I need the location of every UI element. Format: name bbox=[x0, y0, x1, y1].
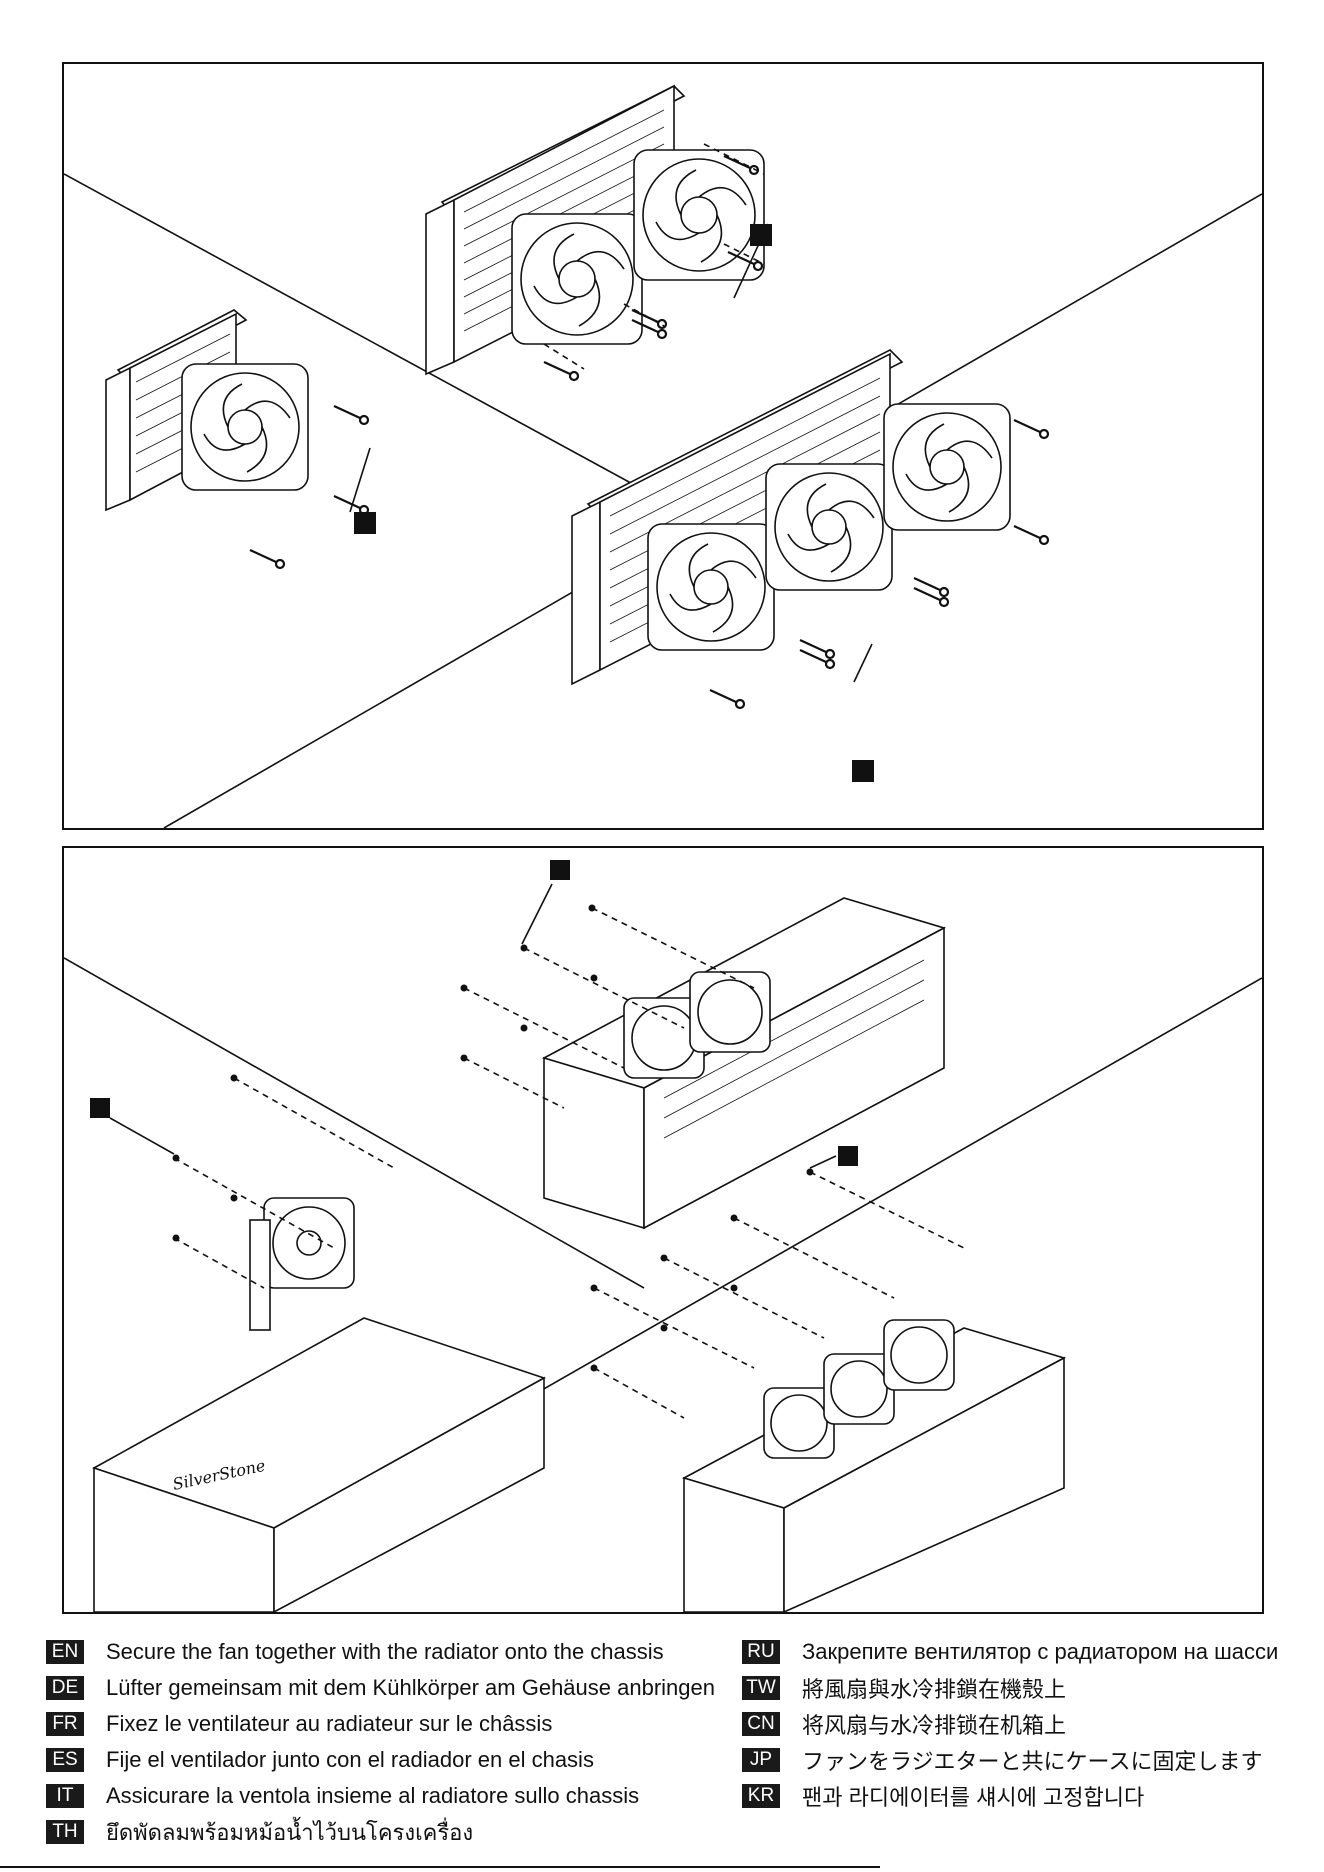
instruction-text: Assicurare la ventola insieme al radiato… bbox=[106, 1783, 640, 1808]
language-badge: EN bbox=[46, 1640, 84, 1664]
step-marker bbox=[750, 224, 772, 246]
chassis-360 bbox=[681, 1319, 1067, 1612]
instruction-text: 将风扇与水冷排锁在机箱上 bbox=[802, 1713, 1067, 1738]
language-badge: IT bbox=[46, 1784, 84, 1808]
language-badge: TW bbox=[742, 1676, 780, 1700]
language-badge: FR bbox=[46, 1712, 84, 1736]
chassis-mounting-drawing: SilverStone bbox=[64, 860, 1262, 1612]
instruction-text: Lüfter gemeinsam mit dem Kühlkörper am G… bbox=[106, 1675, 715, 1700]
language-badge: KR bbox=[742, 1784, 780, 1808]
legend-left: EN Secure the fan together with the radi… bbox=[46, 1634, 736, 1864]
instruction-text: Secure the fan together with the radiato… bbox=[106, 1639, 664, 1664]
screws bbox=[172, 904, 814, 1372]
language-badge: ES bbox=[46, 1748, 84, 1772]
instruction-text: ファンをラジエターと共にケースに固定します bbox=[802, 1749, 1263, 1774]
fan-360-b bbox=[765, 463, 893, 591]
instruction-text: ยึดพัดลมพร้อมหม้อน้ำไว้บนโครงเครื่อง bbox=[106, 1819, 474, 1845]
legend-row-kr: KR 팬과 라디에이터를 섀시에 고정합니다 bbox=[742, 1778, 1302, 1814]
language-badge: TH bbox=[46, 1820, 84, 1844]
legend-right: RU Закрепите вентилятор с радиатором на … bbox=[742, 1634, 1302, 1864]
step-marker bbox=[550, 860, 570, 880]
step-marker bbox=[838, 1146, 858, 1166]
fan-120 bbox=[181, 363, 309, 491]
illustration-panel-radiator-fan-assembly bbox=[62, 62, 1264, 830]
language-badge: CN bbox=[742, 1712, 780, 1736]
chassis-240 bbox=[541, 897, 947, 1230]
chassis-120 bbox=[92, 1197, 546, 1612]
step-marker bbox=[354, 512, 376, 534]
legend-row-en: EN Secure the fan together with the radi… bbox=[46, 1634, 736, 1670]
instruction-text: Fije el ventilador junto con el radiador… bbox=[106, 1747, 594, 1772]
instruction-text: 將風扇與水冷排鎖在機殼上 bbox=[802, 1677, 1067, 1702]
step-marker bbox=[852, 760, 874, 782]
radiator-fan-assembly-drawing bbox=[64, 84, 1262, 828]
legend-row-ru: RU Закрепите вентилятор с радиатором на … bbox=[742, 1634, 1302, 1670]
illustration-panel-chassis-mounting: SilverStone bbox=[62, 846, 1264, 1614]
legend-row-th: TH ยึดพัดลมพร้อมหม้อน้ำไว้บนโครงเครื่อง bbox=[46, 1814, 736, 1850]
legend-row-fr: FR Fixez le ventilateur au radiateur sur… bbox=[46, 1706, 736, 1742]
language-badge: RU bbox=[742, 1640, 780, 1664]
screws-360 bbox=[709, 419, 1050, 710]
fan-360-a bbox=[647, 523, 775, 651]
fan-240-a bbox=[511, 213, 643, 345]
perspective-line bbox=[64, 957, 645, 1289]
legend-row-it: IT Assicurare la ventola insieme al radi… bbox=[46, 1778, 736, 1814]
fan-360-c bbox=[883, 403, 1011, 531]
instruction-text: 팬과 라디에이터를 섀시에 고정합니다 bbox=[802, 1785, 1145, 1810]
fan-240-b bbox=[633, 149, 765, 281]
instruction-text: Закрепите вентилятор с радиатором на шас… bbox=[802, 1639, 1279, 1664]
legend-row-de: DE Lüfter gemeinsam mit dem Kühlkörper a… bbox=[46, 1670, 736, 1706]
language-badge: DE bbox=[46, 1676, 84, 1700]
screw-guides bbox=[173, 907, 965, 1419]
legend-row-tw: TW 將風扇與水冷排鎖在機殼上 bbox=[742, 1670, 1302, 1706]
step-marker bbox=[90, 1098, 110, 1118]
legend-row-jp: JP ファンをラジエターと共にケースに固定します bbox=[742, 1742, 1302, 1778]
page-bottom-rule bbox=[0, 1866, 880, 1868]
instruction-text: Fixez le ventilateur au radiateur sur le… bbox=[106, 1711, 553, 1736]
perspective-line bbox=[64, 173, 685, 513]
legend-row-cn: CN 将风扇与水冷排锁在机箱上 bbox=[742, 1706, 1302, 1742]
legend-row-es: ES Fije el ventilador junto con el radia… bbox=[46, 1742, 736, 1778]
language-badge: JP bbox=[742, 1748, 780, 1772]
